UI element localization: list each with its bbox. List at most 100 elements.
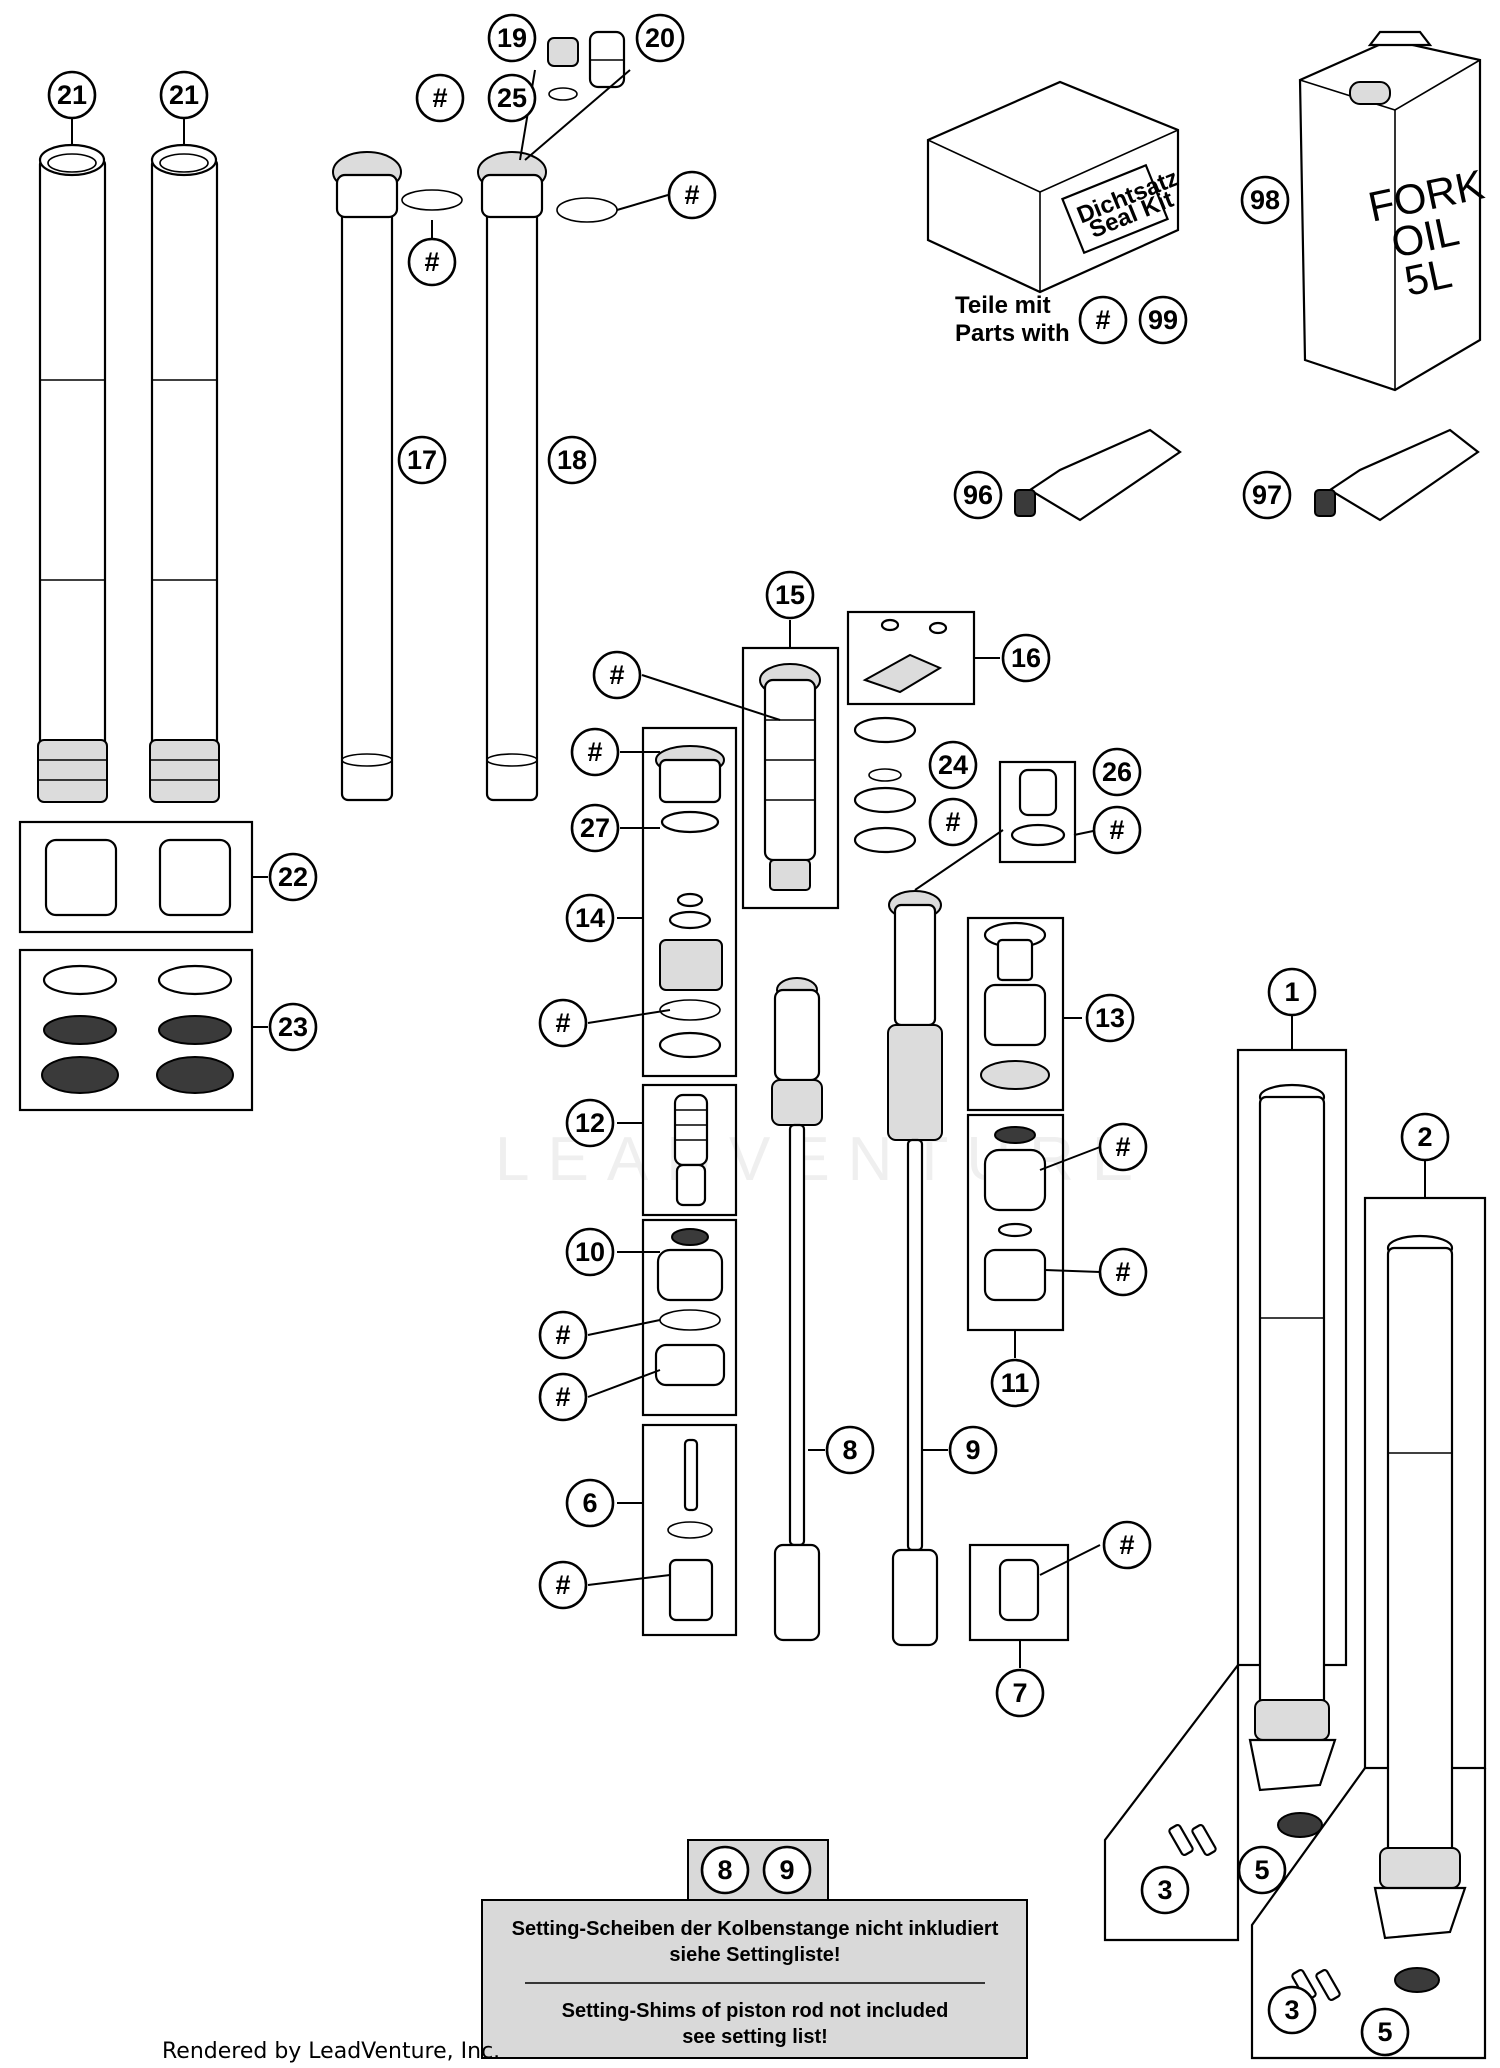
hash-callout-24[interactable]: # (928, 797, 978, 847)
bolts-3-top[interactable] (1168, 1824, 1217, 1856)
callout-circle (1240, 175, 1290, 225)
part-20-valve[interactable] (588, 30, 626, 89)
box-26 (998, 760, 1077, 864)
callout-27[interactable]: 27 (570, 803, 620, 853)
inner-tube-18[interactable] (477, 151, 547, 802)
inner-tube-17[interactable] (332, 151, 402, 802)
grease-tube-96[interactable] (1014, 428, 1182, 522)
callout-15[interactable]: 15 (765, 570, 815, 620)
bushing-pair-22[interactable] (44, 838, 232, 917)
hash-callout-26[interactable]: # (1092, 805, 1142, 855)
callout-circle (268, 852, 318, 902)
callout-circle (928, 740, 978, 790)
callout-5[interactable]: 5 (1360, 2007, 1410, 2057)
callout-label: 18 (557, 445, 587, 475)
piston-rod-8[interactable] (771, 977, 823, 1642)
callout-label: 15 (775, 580, 805, 610)
hash-callout-14a[interactable]: # (570, 727, 620, 777)
callout-circle (538, 1372, 588, 1422)
part-16-clamp[interactable] (862, 618, 948, 694)
part-13-assembly[interactable] (980, 921, 1050, 1090)
hash-callout-18[interactable]: # (667, 170, 717, 220)
part-10-assembly[interactable] (654, 1228, 726, 1387)
part-6-valve[interactable] (667, 1438, 714, 1622)
hash-callout-17[interactable]: # (407, 237, 457, 287)
callout-19[interactable]: 19 (487, 13, 537, 63)
outer-tube-21-right[interactable] (149, 143, 220, 803)
grease-tube-97[interactable] (1314, 428, 1480, 522)
callout-20[interactable]: 20 (635, 13, 685, 63)
fork-leg-2[interactable] (1373, 1234, 1467, 1940)
hash-callout-11b[interactable]: # (1098, 1247, 1148, 1297)
callout-23[interactable]: 23 (268, 1002, 318, 1052)
callout-7[interactable]: 7 (995, 1668, 1045, 1718)
callout-circle (1242, 470, 1292, 520)
callout-circle (268, 1002, 318, 1052)
part-11-assembly[interactable] (983, 1126, 1047, 1302)
callout-circle (565, 1227, 615, 1277)
hash-callout-25[interactable]: # (415, 73, 465, 123)
seal-set-23[interactable] (41, 964, 234, 1094)
callout-8[interactable]: 8 (700, 1845, 750, 1895)
callout-99[interactable]: 99 (1138, 295, 1188, 345)
callout-label: 13 (1095, 1003, 1125, 1033)
hash-callout-7[interactable]: # (1102, 1520, 1152, 1570)
callout-21[interactable]: 21 (47, 70, 97, 120)
callout-17[interactable]: 17 (397, 435, 447, 485)
callout-10[interactable]: 10 (565, 1227, 615, 1277)
part-7-valve[interactable] (998, 1558, 1040, 1622)
callout-11[interactable]: 11 (990, 1358, 1040, 1408)
callout-5[interactable]: 5 (1237, 1845, 1287, 1895)
callout-label: 17 (407, 445, 437, 475)
callout-circle (1078, 295, 1128, 345)
nut-5-bottom[interactable] (1394, 1967, 1440, 1993)
callout-14[interactable]: 14 (565, 893, 615, 943)
callout-13[interactable]: 13 (1085, 993, 1135, 1043)
callout-label: # (1115, 1132, 1130, 1162)
hash-callout-6[interactable]: # (538, 1560, 588, 1610)
part-12-spring[interactable] (673, 1093, 709, 1207)
callout-9[interactable]: 9 (762, 1845, 812, 1895)
hash-callout-10b[interactable]: # (538, 1372, 588, 1422)
callout-6[interactable]: 6 (565, 1478, 615, 1528)
callout-18[interactable]: 18 (547, 435, 597, 485)
callout-97[interactable]: 97 (1242, 470, 1292, 520)
callout-96[interactable]: 96 (953, 470, 1003, 520)
callout-21[interactable]: 21 (159, 70, 209, 120)
fork-leg-1[interactable] (1248, 1083, 1337, 1792)
part-26-valve[interactable] (1010, 768, 1066, 847)
callout-98[interactable]: 98 (1240, 175, 1290, 225)
callout-label: 8 (842, 1435, 857, 1465)
hash-callout-14b[interactable]: # (538, 998, 588, 1048)
part-15-rod-assembly[interactable] (759, 663, 821, 891)
callout-label: # (555, 1320, 570, 1350)
piston-rod-9[interactable] (887, 890, 943, 1647)
nut-5-top[interactable] (1277, 1812, 1323, 1838)
part-14-assembly[interactable] (655, 745, 725, 1059)
hash-callout-11a[interactable]: # (1098, 1122, 1148, 1172)
hash-callout-15[interactable]: # (592, 650, 642, 700)
kit-label-en: Parts with (955, 320, 1070, 347)
callout-2[interactable]: 2 (1400, 1112, 1450, 1162)
callout-22[interactable]: 22 (268, 852, 318, 902)
callout-12[interactable]: 12 (565, 1098, 615, 1148)
part-24-rings[interactable] (853, 716, 917, 854)
callout-3[interactable]: 3 (1267, 1985, 1317, 2035)
hash-callout-kit[interactable]: # (1078, 295, 1128, 345)
callout-label: 12 (575, 1108, 605, 1138)
callout-25[interactable]: 25 (487, 73, 537, 123)
callout-circle (1001, 633, 1051, 683)
callout-8[interactable]: 8 (825, 1425, 875, 1475)
bolts-3-bottom[interactable] (1291, 1969, 1341, 2001)
outer-tube-21-left[interactable] (37, 143, 108, 803)
callout-24[interactable]: 24 (928, 740, 978, 790)
callout-circle (565, 1478, 615, 1528)
callout-16[interactable]: 16 (1001, 633, 1051, 683)
hash-callout-10a[interactable]: # (538, 1310, 588, 1360)
part-19-plug[interactable] (547, 37, 579, 67)
callout-26[interactable]: 26 (1092, 747, 1142, 797)
callout-circle (487, 73, 537, 123)
callout-1[interactable]: 1 (1267, 967, 1317, 1017)
callout-9[interactable]: 9 (948, 1425, 998, 1475)
callout-3[interactable]: 3 (1140, 1865, 1190, 1915)
